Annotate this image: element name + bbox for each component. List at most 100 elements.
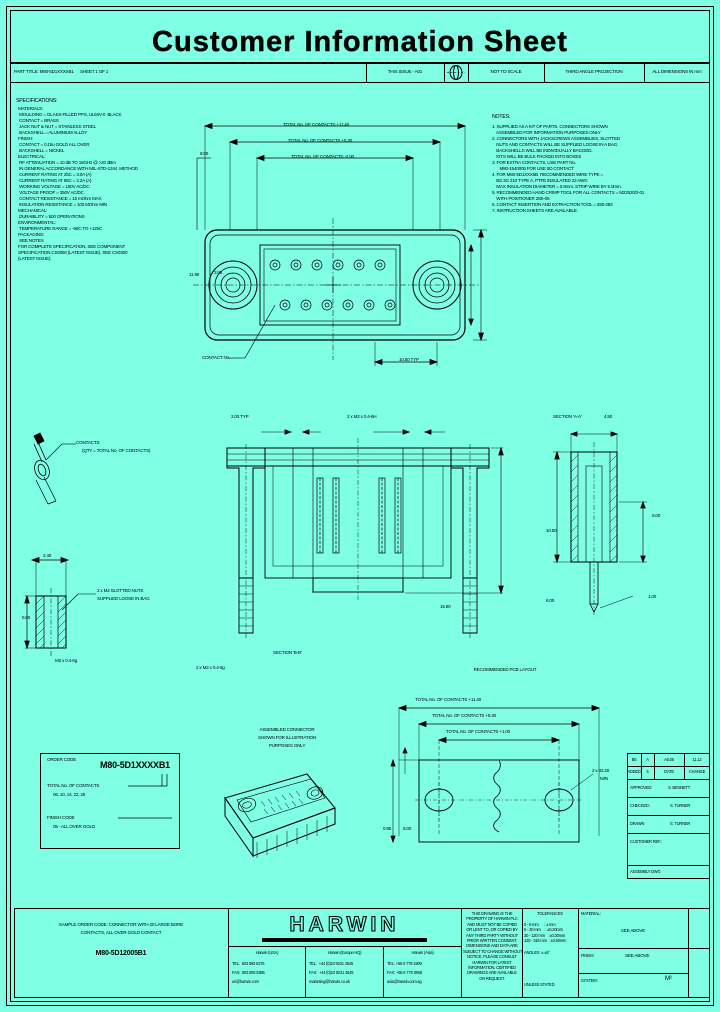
header-projection: THIRD ANGLE PROJECTION: [565, 69, 623, 74]
spec-line: JACK NUT & NUT = STAINLESS STEEL: [18, 124, 97, 129]
rev-row2-2: DATE: [664, 769, 674, 774]
contact-tel-1: TEL: +44 (0)23 9231 4545: [309, 961, 354, 966]
note-item: 6. CONTACT INSERTION AND EXTRACTION TOOL…: [492, 202, 613, 207]
tb-div-material: [688, 908, 689, 998]
contact-tel-2: TEL: +65 6 779 1909: [387, 961, 422, 966]
order-code-heading: ORDER CODE: [47, 757, 77, 762]
disclaimer-line: PRIOR WRITTEN CONSENT.: [466, 938, 518, 944]
contact-tel-0: TEL: 603 893 5376: [232, 961, 265, 966]
rev-row-3: [627, 797, 710, 798]
rev-row-4: [627, 815, 710, 816]
disclaimer-block: THIS DRAWING IS THE PROPERTY OF HARWIN P…: [463, 911, 523, 981]
nut-thread-label: M2 x 0.4-6g: [55, 658, 78, 663]
dim-aa-600: 6.00: [546, 598, 555, 603]
sheet-outer-border: [6, 6, 714, 1006]
tb-contact-div-3: [461, 908, 462, 998]
rev-col-head-3: 11.12: [692, 757, 702, 762]
checked-value: S. TURNER: [670, 803, 691, 808]
finish-label: FINISH:: [581, 953, 595, 958]
tolerance-list: 0 - 6 mm : ± mm 6 - 30 mm : ±0.20mm 30 -…: [524, 922, 578, 955]
disclaimer-line: ANY THIRD PARTY WITHOUT: [466, 932, 518, 938]
rev-row-2: [627, 779, 710, 780]
section-aa-drawing: [553, 431, 647, 616]
slotted-nuts-note-1: 2 x M2 SLOTTED NUTS: [97, 588, 144, 593]
contact-no-label: CONTACT No.: [202, 355, 231, 360]
projection-symbol-icon: [447, 65, 465, 80]
dim-aa-1050: 10.50: [546, 528, 557, 533]
dim-200-typ: 2.00 TYP: [231, 414, 249, 419]
rev-col-head-2: A5.05: [664, 757, 674, 762]
dim-aa-450: 4.50: [604, 414, 613, 419]
contacts-qty-label: (QTY = TOTAL No. OF CONTACTS): [82, 448, 151, 453]
order-code-total-values: 06, 10, 14, 22, 26: [53, 792, 86, 797]
spec-line: CURRENT RATING AT 85C = 2.2A (A): [18, 178, 92, 183]
header-strip-bottom: [10, 82, 710, 83]
approved-value: S. BENNETT: [668, 785, 691, 790]
spec-line: CONTACT = BRASS: [18, 118, 59, 123]
pcb-dim-530: TOTAL No. OF CONTACTS +5.30: [432, 713, 496, 718]
tolerance-line: 6 - 30 mm : ±0.20mm: [524, 927, 563, 933]
disclaimer-line: DIMENSIONS AND DATA ARE: [466, 943, 518, 949]
material-label: MATERIAL:: [581, 911, 601, 916]
order-code-leaders: [118, 774, 172, 819]
rev-col-3: [684, 753, 685, 779]
checked-label: CHECKED:: [630, 803, 650, 808]
page-title: Customer Information Sheet: [152, 26, 568, 58]
spec-line: RF ATTENUATION = 10 dB TO 18GHz @ >20 dB…: [18, 160, 116, 165]
slotted-nut-drawing: [24, 556, 96, 656]
disclaimer-line: DRAWINGS ARE AVAILABLE: [467, 970, 517, 976]
assembled-connector-isometric: [224, 773, 336, 858]
disclaimer-line: ON REQUEST.: [479, 975, 505, 981]
note-item: M80-1540005 FOR USE 5D CONTACT: [492, 166, 575, 171]
pcb-min-label: MIN: [600, 776, 608, 781]
dim-aa-100: 1.00: [648, 594, 657, 599]
section-aa-label: SECTION 'A-A': [553, 414, 582, 419]
tb-contact-div-2: [383, 946, 384, 998]
disclaimer-line: HARWIN FOR LATEST: [472, 959, 512, 965]
header-issue: THIS ISSUE - A01: [387, 69, 423, 74]
rev-col-2: [654, 753, 655, 779]
dim-2x-m2-04-6h: 2 x M2 x 0.4-6H: [347, 414, 377, 419]
dim-1050: 10.50 TYP: [399, 357, 419, 362]
tb-finish-bottom: [578, 973, 688, 974]
note-item: 4. FOR M80-5D1XXX5B RECOMMENDED WIRE TYP…: [492, 172, 603, 177]
disclaimer-line: PROPERTY OF HARWIN PLC: [466, 916, 518, 922]
spec-line: PACKAGING:: [18, 232, 45, 237]
contacts-label: CONTACTS: [76, 440, 100, 445]
dim-aa-500: 5.00: [652, 513, 661, 518]
rev-row2-0: ADDED: [627, 769, 641, 774]
contact-email-2: asia@harwin.com.sg: [387, 979, 422, 984]
system-value: M²: [665, 976, 672, 982]
disclaimer-line: SUBJECT TO CHANGE WITHOUT: [463, 948, 523, 954]
approved-label: APPROVED:: [630, 785, 653, 790]
note-item: BS 3G 210 TYPE A, PTFE INSULATED 22 AWG: [492, 178, 588, 183]
pcb-dim-1140: TOTAL No. OF CONTACTS +11.40: [415, 697, 482, 702]
dim-1590: 15.90: [440, 604, 451, 609]
pcb-holes-label: 2 x 02.20: [592, 768, 610, 773]
spec-line: MATERIALS:: [18, 106, 43, 111]
order-code-finish-values: 05 - ALL OVER GOLD: [53, 824, 95, 829]
header-units: ALL DIMENSIONS IN mm: [652, 69, 702, 74]
rev-row2-1: 5: [646, 769, 649, 774]
tb-div-tolerance: [578, 908, 579, 998]
pcb-dim-095: 0.95: [383, 826, 392, 831]
sample-order-line2: CONTACTS, ALL OVER GOLD CONTACT: [80, 930, 162, 935]
header-sheet: SHEET 1 OF 1: [80, 69, 109, 74]
spec-line: WORKING VOLTAGE = 150V AC/DC: [18, 184, 90, 189]
note-item: KITS WILL BE BULK PACKED INTO BOXES: [492, 154, 582, 159]
assembly-dwg-label: ASSEMBLY DWG: [630, 869, 661, 874]
header-div-3: [468, 63, 469, 82]
tolerance-line: ANGLES ± ±5°: [524, 949, 550, 955]
disclaimer-line: OR LENT TO, OR COPIED BY: [466, 927, 518, 933]
notes-list: 1. SUPPLIED AS A KIT OF PARTS. CONNECTOR…: [492, 124, 716, 214]
rev-row-6: [627, 865, 710, 866]
rev-col-1: [641, 753, 642, 779]
dim-800: 8.00: [200, 151, 209, 156]
spec-line: SPECIFICATION CS0050 (LATEST ISSUE). SEE…: [18, 250, 128, 255]
order-code-finish-label: FINISH CODE: [47, 815, 75, 820]
title-underline: [10, 62, 710, 64]
header-div-2: [444, 63, 445, 82]
spec-line: CONTACT = 0.15u GOLD ALL OVER: [18, 142, 90, 147]
note-item: 7. INSTRUCTION SHEETS ARE AVAILABLE.: [492, 208, 578, 213]
